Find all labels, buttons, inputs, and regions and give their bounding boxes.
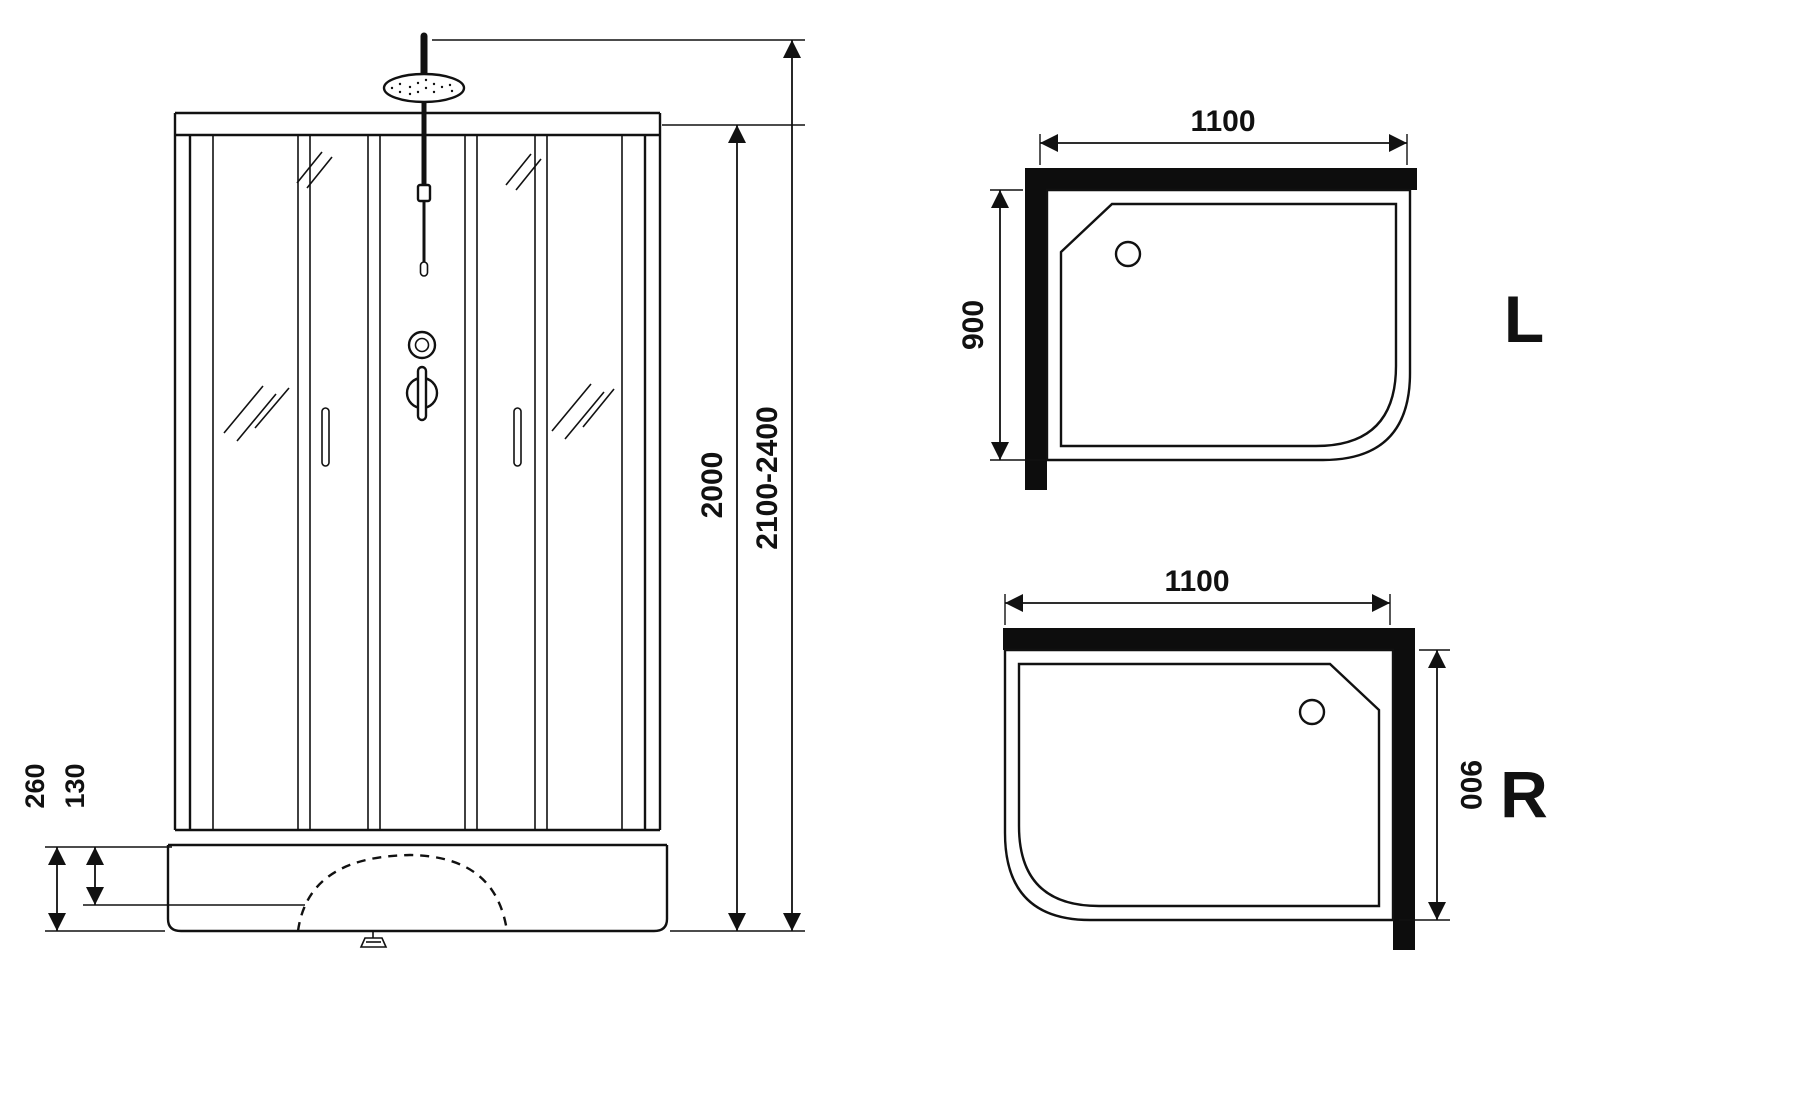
mixer-lever [416, 365, 428, 422]
tray-rim-left [1059, 202, 1398, 448]
rod-end-cap [419, 261, 429, 277]
wall-top-right-view [1003, 628, 1415, 650]
tray-front-curve-dashed [296, 853, 509, 932]
dimension-label-130: 130 [60, 763, 90, 808]
plan-view-right: 1100 900 R [1003, 565, 1548, 950]
overhead-shower-head [382, 72, 466, 104]
cabin-frame [173, 111, 662, 832]
dimension-width-left: 1100 [1039, 105, 1408, 165]
glass-reflection-marks [223, 151, 615, 442]
door-handle-left [321, 407, 330, 467]
door-handle-right [513, 407, 522, 467]
plan-view-left: 1100 900 L [957, 105, 1544, 490]
orientation-label-right: R [1500, 757, 1548, 831]
tray-rim-right [1017, 662, 1381, 908]
tray-outline-right [1003, 648, 1395, 922]
dimension-label-900-right: 900 [1454, 760, 1487, 810]
wall-side-right-view [1393, 628, 1415, 950]
dimension-label-260: 260 [20, 763, 50, 808]
tray-outline-left [1045, 188, 1412, 462]
dimension-depth-right: 900 [1399, 649, 1487, 921]
orientation-label-left: L [1504, 282, 1544, 356]
dimension-label-2100-2400: 2100-2400 [751, 406, 784, 549]
dimension-width-right: 1100 [1004, 565, 1391, 625]
front-elevation-view: 260 130 2000 2100-2400 [20, 32, 805, 948]
rod-connector [416, 183, 432, 203]
shower-column [382, 32, 466, 277]
dimension-label-2000: 2000 [696, 452, 729, 519]
shower-tray-front [166, 843, 669, 948]
drain-right-view [1298, 698, 1326, 726]
wall-side-left-view [1025, 168, 1047, 490]
dimension-label-1100-left: 1100 [1190, 105, 1255, 138]
dimension-label-900-left: 900 [957, 300, 990, 350]
dimension-cabin-heights: 2000 2100-2400 [432, 39, 805, 932]
wall-top-left-view [1025, 168, 1417, 190]
dimension-label-1100-right: 1100 [1164, 565, 1229, 598]
mixer-dial-inner [414, 337, 430, 353]
mixer-dial-outer [407, 330, 437, 360]
dimension-tray-heights: 260 130 [20, 763, 305, 932]
drain-left-view [1114, 240, 1142, 268]
shower-head-spray-dots [390, 78, 454, 96]
dimension-depth-left: 900 [957, 189, 1045, 461]
glass-panel-dividers [212, 135, 623, 830]
mixer-controls [405, 330, 439, 422]
